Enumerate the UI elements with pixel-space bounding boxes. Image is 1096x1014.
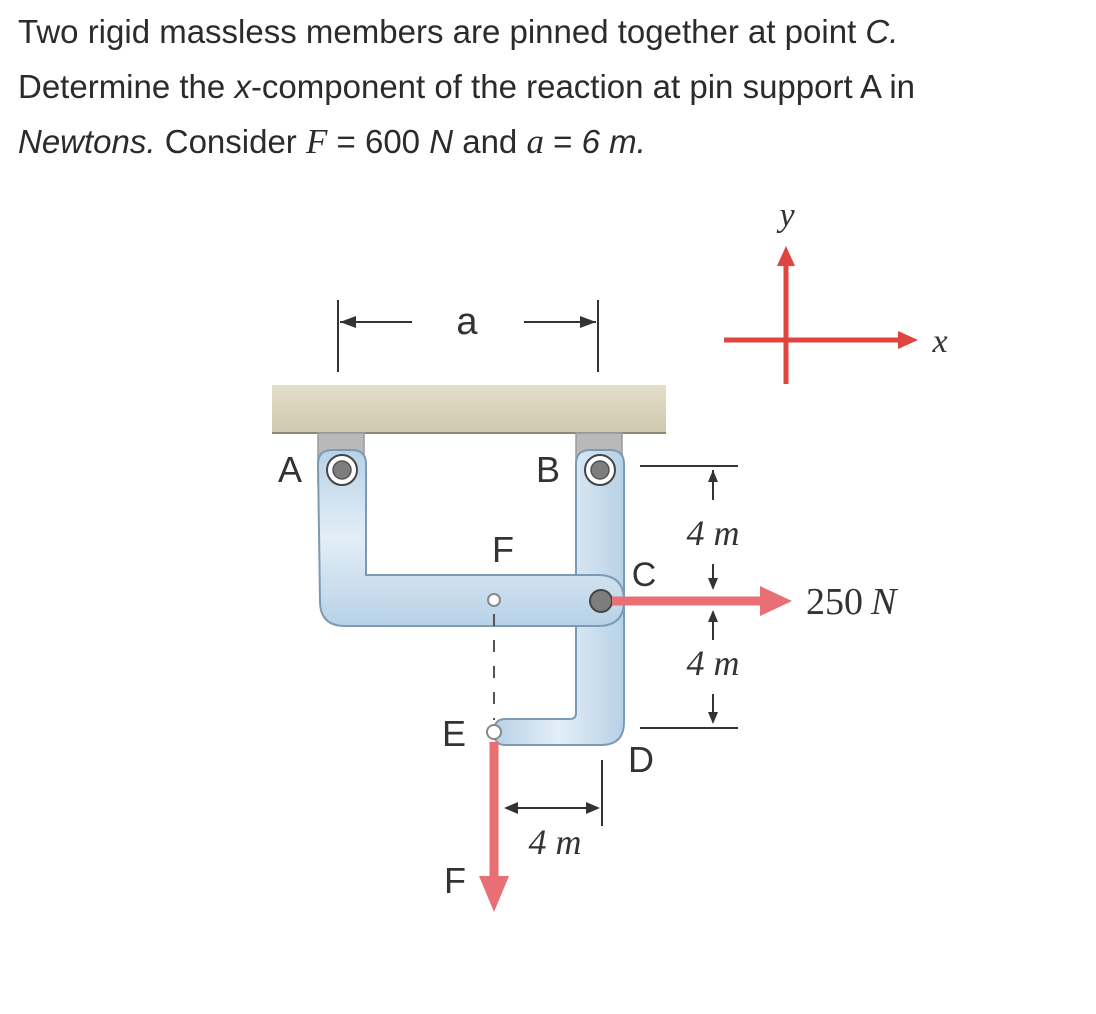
label-a: A <box>278 449 302 490</box>
dim-4m-upper-label: 4 m <box>687 513 740 553</box>
force-f-arrow <box>479 742 509 912</box>
dim-4m-bottom-label: 4 m <box>529 822 582 862</box>
label-d: D <box>628 739 654 780</box>
label-c: C <box>632 556 657 594</box>
dimension-a: a <box>337 300 599 372</box>
member-ace <box>316 449 626 627</box>
member-bcd <box>492 449 625 746</box>
problem-line-1: Two rigid massless members are pinned to… <box>18 13 899 50</box>
problem-statement: Two rigid massless members are pinned to… <box>18 4 1088 169</box>
label-e: E <box>442 713 466 754</box>
force-250n-arrow <box>612 586 792 616</box>
pin-a <box>326 454 358 486</box>
point-e-marker <box>486 724 502 740</box>
point-f-marker <box>487 593 501 607</box>
problem-line-2: Determine the x-component of the reactio… <box>18 68 916 105</box>
coordinate-axes: y x <box>724 197 948 384</box>
dim-a-label: a <box>456 301 478 343</box>
label-b: B <box>536 449 560 490</box>
label-f-force: F <box>444 860 466 901</box>
axis-x-label: x <box>931 323 947 360</box>
label-f-point: F <box>492 529 514 570</box>
point-c-ref: C. <box>865 13 899 50</box>
ceiling <box>272 385 666 433</box>
pin-b <box>584 454 616 486</box>
pin-c <box>589 589 613 613</box>
axis-y-label: y <box>776 197 795 234</box>
problem-line-3: Newtons. Consider F = 600 N and a = 6 m. <box>18 122 646 161</box>
dimension-bottom <box>504 760 603 826</box>
dim-4m-lower-label: 4 m <box>687 643 740 683</box>
dimension-vertical <box>640 465 738 729</box>
